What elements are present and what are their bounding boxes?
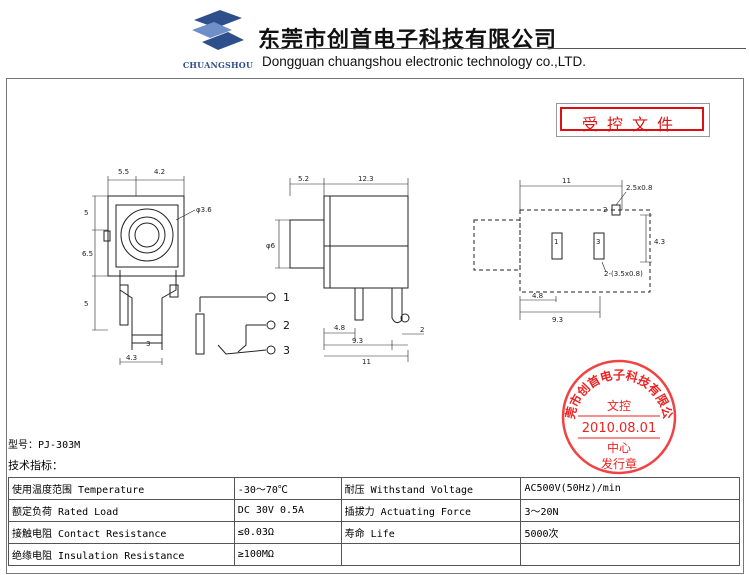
dim-side-front-length: 5.2 xyxy=(298,175,309,183)
spec-name: 使用温度范围 Temperature xyxy=(8,477,235,500)
dim-pcb-pad-3: 3 xyxy=(596,238,600,246)
seal-date: 2010.08.01 xyxy=(582,421,656,436)
spec-table: 使用温度范围 Temperature -30～70℃ 耐压 Withstand … xyxy=(8,477,740,566)
spec-value: ≤0.03Ω xyxy=(233,521,342,544)
table-row: 使用温度范围 Temperature -30～70℃ 耐压 Withstand … xyxy=(8,477,740,500)
dim-pcb-slot-top: 2.5x0.8 xyxy=(626,184,652,192)
dim-front-diameter: φ3.6 xyxy=(196,206,212,214)
side-view xyxy=(275,178,424,362)
dim-pcb-slot-bottom: 2-(3.5x0.8) xyxy=(604,270,643,278)
company-logo-icon xyxy=(186,8,248,56)
dim-pcb-pad-1: 1 xyxy=(554,238,558,246)
seal-middle-word: 中心 xyxy=(607,440,631,455)
controlled-document-border: 受控文件 xyxy=(560,107,704,134)
tech-spec-title: 技术指标： xyxy=(8,459,63,472)
spec-name: 插拔力 Actuating Force xyxy=(340,499,522,522)
dim-front-height-bottom: 5 xyxy=(84,300,88,308)
dim-side-pin-width: 2 xyxy=(420,326,424,334)
company-name-en: Dongguan chuangshou electronic technolog… xyxy=(262,54,586,69)
spec-value: ≥100MΩ xyxy=(233,543,342,566)
header-divider xyxy=(268,48,746,49)
pcb-layout-view xyxy=(473,180,652,320)
logo-caption: CHUANGSHOU xyxy=(182,60,254,70)
dim-side-diameter: φ6 xyxy=(266,242,276,250)
drawing-frame xyxy=(6,78,744,574)
controlled-document-label: 受控文件 xyxy=(581,115,682,134)
dim-pcb-width: 11 xyxy=(562,177,571,185)
pin-label-1: 1 xyxy=(283,291,290,304)
spec-value xyxy=(520,543,740,566)
pin-labels: 1 2 3 xyxy=(283,291,290,357)
dim-pcb-span: 9.3 xyxy=(552,316,563,324)
spec-value: -30～70℃ xyxy=(233,477,342,500)
spec-value: 5000次 xyxy=(520,521,740,544)
spec-name: 接触电阻 Contact Resistance xyxy=(8,521,235,544)
spec-value: AC500V(50Hz)/min xyxy=(520,477,740,500)
spec-name: 绝缘电阻 Insulation Resistance xyxy=(8,543,235,566)
pin-schematic xyxy=(195,292,276,355)
pin-label-2: 2 xyxy=(283,319,290,332)
table-row: 绝缘电阻 Insulation Resistance ≥100MΩ xyxy=(8,543,740,566)
dim-side-pin-offset: 4.8 xyxy=(334,324,345,332)
dim-front-height-top: 5 xyxy=(84,209,88,217)
dim-front-width-right: 4.2 xyxy=(154,168,165,176)
dim-pcb-slot-gap: 2 xyxy=(603,206,607,214)
front-view xyxy=(92,176,196,365)
dim-side-total-length: 11 xyxy=(362,358,371,366)
spec-name: 耐压 Withstand Voltage xyxy=(340,477,522,500)
dim-side-pin-span: 9.3 xyxy=(352,337,363,345)
dim-front-height-middle: 6.5 xyxy=(82,250,93,258)
controlled-document-stamp: 受控文件 xyxy=(556,103,710,137)
spec-name: 额定负荷 Rated Load xyxy=(8,499,235,522)
table-row: 接触电阻 Contact Resistance ≤0.03Ω 寿命 Life 5… xyxy=(8,521,740,544)
spec-name xyxy=(340,543,522,566)
pcb-layout-dimensions: 11 2.5x0.8 2 4.3 1 3 2-(3.5x0.8) 4.8 9.3 xyxy=(532,177,665,324)
dim-pcb-height: 4.3 xyxy=(654,238,665,246)
spec-value: 3～20N xyxy=(520,499,740,522)
dim-front-width-left: 5.5 xyxy=(118,168,129,176)
dim-front-pin-pitch: 3 xyxy=(146,340,150,348)
spec-name: 寿命 Life xyxy=(340,521,522,544)
seal-top-word: 文控 xyxy=(607,398,631,413)
seal-bottom-word: 发行章 xyxy=(601,456,637,471)
side-view-dimensions: 5.2 12.3 φ6 4.8 9.3 11 2 xyxy=(266,175,424,366)
model-number: 型号：PJ-303M xyxy=(8,440,81,451)
document-header: CHUANGSHOU 东莞市创首电子科技有限公司 Dongguan chuang… xyxy=(0,0,750,78)
dim-side-body-length: 12.3 xyxy=(358,175,374,183)
document-control-seal: 东莞市创首电子科技有限公司 文控 2010.08.01 中心 发行章 xyxy=(560,358,677,475)
pin-label-3: 3 xyxy=(283,344,290,357)
dim-front-base-width: 4.3 xyxy=(126,354,137,362)
table-row: 额定负荷 Rated Load DC 30V 0.5A 插拔力 Actuatin… xyxy=(8,499,740,522)
spec-value: DC 30V 0.5A xyxy=(233,499,342,522)
dim-pcb-offset: 4.8 xyxy=(532,292,543,300)
front-view-dimensions: 5.5 4.2 φ3.6 5 6.5 5 3 4.3 xyxy=(82,168,212,362)
